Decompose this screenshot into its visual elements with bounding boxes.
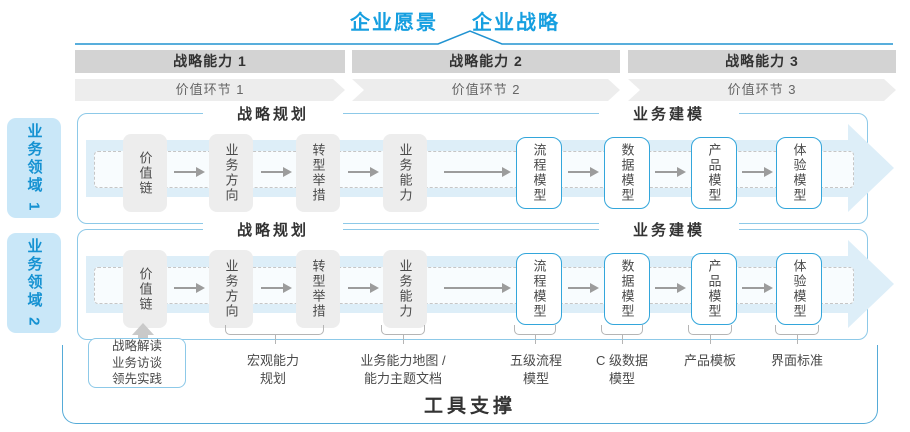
caret-divider-line	[75, 30, 893, 45]
flow-arrow-icon	[742, 283, 773, 293]
modeling-section-header: 业务建模	[599, 219, 739, 240]
tool-support-frame: 工具支撑	[62, 345, 878, 424]
box-transformation-initiatives: 转型举措	[296, 250, 340, 328]
sidebar-item-domain-1: 业务领域 1	[7, 118, 61, 218]
tool-support-label: 工具支撑	[423, 396, 516, 417]
bracket-data-model	[601, 325, 643, 344]
annotation-process-model: 五级流程 模型	[509, 353, 562, 387]
up-arrow-stem	[138, 335, 148, 340]
value-link-chevron-2: 价值环节 2	[352, 79, 620, 101]
bracket-macro-capability	[225, 325, 324, 344]
box-process-model: 流程模型	[516, 137, 562, 209]
flow-arrow-icon	[742, 167, 773, 177]
domain-1-label: 业务领域 1	[25, 122, 43, 214]
sidebar-item-domain-2: 业务领域 2	[7, 233, 61, 333]
flow-arrow-icon	[174, 283, 205, 293]
bracket-ui-standard	[775, 325, 819, 344]
box-experience-model: 体验模型	[776, 137, 822, 209]
flow-arrow-icon	[568, 167, 599, 177]
annotation-data-model: C 级数据 模型	[595, 353, 648, 387]
flow-arrow-icon	[444, 167, 511, 177]
box-process-model: 流程模型	[516, 253, 562, 325]
box-value-chain: 价值链	[123, 134, 167, 212]
bracket-product-template	[688, 325, 732, 344]
flow-arrow-icon	[261, 167, 292, 177]
flow-arrow-icon	[655, 167, 686, 177]
box-data-model: 数据模型	[604, 137, 650, 209]
capability-bar-2: 战略能力 2	[352, 50, 620, 73]
annotation-capability-map: 业务能力地图 / 能力主题文档	[360, 353, 446, 387]
flow-arrow-icon	[348, 283, 379, 293]
box-transformation-initiatives: 转型举措	[296, 134, 340, 212]
box-value-chain: 价值链	[123, 250, 167, 328]
box-business-capability: 业务能力	[383, 250, 427, 328]
vision-title: 企业愿景	[350, 12, 438, 34]
modeling-section-header: 业务建模	[599, 103, 739, 124]
box-product-model: 产品模型	[691, 137, 737, 209]
box-business-direction: 业务方向	[209, 250, 253, 328]
bracket-process-model	[514, 325, 556, 344]
diagram-header: 企业愿景 企业战略	[0, 6, 910, 35]
capability-bar-3: 战略能力 3	[628, 50, 896, 73]
box-business-capability: 业务能力	[383, 134, 427, 212]
flow-arrow-icon	[174, 167, 205, 177]
capability-bar-1: 战略能力 1	[75, 50, 345, 73]
domain-2-label: 业务领域 2	[25, 237, 43, 329]
up-arrow-icon	[132, 323, 154, 335]
bracket-capability-map	[381, 325, 425, 344]
box-business-direction: 业务方向	[209, 134, 253, 212]
flow-arrow-icon	[568, 283, 599, 293]
annotation-ui-standard: 界面标准	[770, 353, 823, 368]
flow-arrow-icon	[655, 283, 686, 293]
big-flow-arrow-head-icon	[848, 124, 894, 212]
box-experience-model: 体验模型	[776, 253, 822, 325]
flow-arrow-icon	[348, 167, 379, 177]
flow-arrow-icon	[261, 283, 292, 293]
business-domain-row-1: 战略规划 业务建模 价值链 业务方向 转型举措 业务能力 流程模型 数据模型 产…	[77, 103, 894, 224]
value-link-chevron-1: 价值环节 1	[75, 79, 345, 101]
annotation-macro-capability: 宏观能力 规划	[246, 353, 299, 387]
big-flow-arrow-head-icon	[848, 240, 894, 328]
planning-section-header: 战略规划	[203, 103, 343, 124]
value-link-chevron-3: 价值环节 3	[628, 79, 896, 101]
flow-arrow-icon	[444, 283, 511, 293]
planning-section-header: 战略规划	[203, 219, 343, 240]
box-product-model: 产品模型	[691, 253, 737, 325]
strategy-title: 企业战略	[472, 12, 560, 34]
dashed-flow-band	[94, 151, 854, 188]
business-domain-row-2: 战略规划 业务建模 价值链 业务方向 转型举措 业务能力 流程模型 数据模型 产…	[77, 219, 894, 340]
dashed-flow-band	[94, 267, 854, 304]
box-data-model: 数据模型	[604, 253, 650, 325]
strategy-inputs-box: 战略解读 业务访谈 领先实践	[88, 338, 186, 388]
annotation-product-template: 产品模板	[683, 353, 736, 368]
